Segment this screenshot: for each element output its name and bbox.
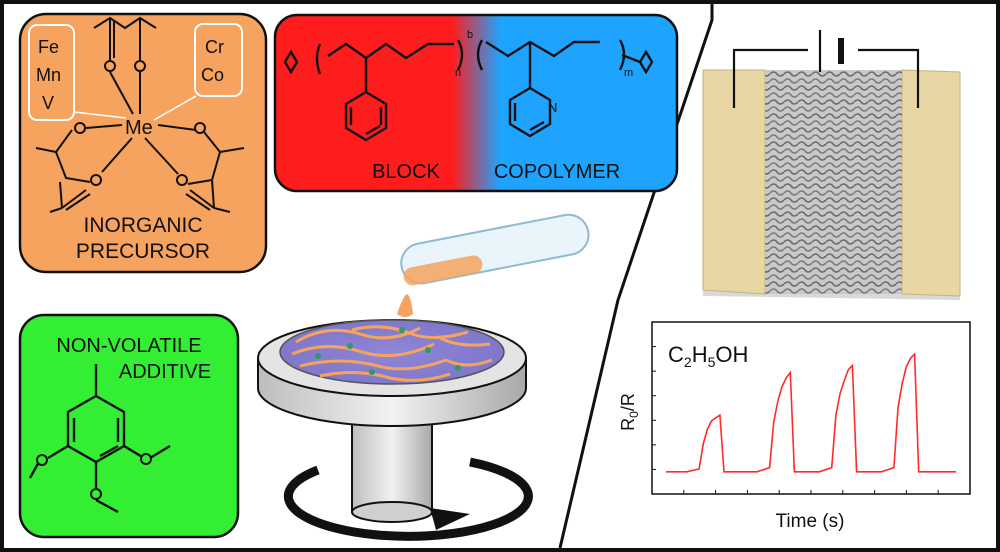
chart-series-line: [666, 352, 956, 473]
metals-right-box: [194, 23, 243, 97]
label-block: BLOCK: [372, 161, 440, 183]
oxygen-4: [194, 122, 206, 134]
oxygen-2: [134, 60, 146, 72]
sensor-device: [702, 30, 961, 300]
fingerprint-film: [765, 70, 902, 294]
subscript-n: n: [455, 67, 461, 79]
inorganic-precursor-panel: Fe Mn V Cr Co Me IN: [18, 12, 268, 274]
chart-title: C2H5OH: [668, 342, 748, 370]
oxygen-6: [176, 174, 188, 186]
metal-fe: Fe: [38, 37, 59, 57]
oxygen-left: [36, 454, 48, 466]
oxygen-right: [140, 453, 152, 465]
subscript-b: b: [467, 29, 473, 41]
additive-box: [18, 313, 240, 539]
copolymer-box: [273, 13, 679, 193]
battery-plate: [838, 38, 844, 64]
oxygen-bottom: [90, 488, 102, 500]
label-copolymer: COPOLYMER: [494, 161, 620, 183]
additive-panel: NON-VOLATILE ADDITIVE: [18, 313, 240, 539]
precursor-title-line2: PRECURSOR: [76, 240, 210, 263]
additive-line1: NON-VOLATILE: [56, 335, 201, 357]
metals-right-pointer: [153, 95, 197, 121]
oxygen-1: [104, 60, 116, 72]
metals-left-pointer: [73, 111, 127, 119]
rotation-arrowhead: [430, 508, 470, 530]
metal-co: Co: [201, 65, 224, 85]
spin-coater: [257, 319, 533, 541]
oxygen-5: [90, 174, 102, 186]
right-electrode: [901, 69, 961, 297]
spin-shaft: [351, 419, 433, 513]
droplet: [397, 294, 413, 317]
center-atom-me: Me: [125, 117, 153, 139]
film-stripes: [291, 325, 493, 382]
subscript-m: m: [624, 67, 633, 79]
sensor-response-chart: C2H5OH Time (s) R0/R: [618, 321, 971, 532]
metal-cr: Cr: [205, 37, 224, 57]
chart-ticks: [652, 346, 939, 494]
metals-left-box: [28, 24, 75, 121]
metal-v: V: [42, 93, 54, 113]
block-copolymer-panel: n b m N BLOCK COPOLYMER: [273, 13, 679, 193]
additive-line2: ADDITIVE: [119, 361, 211, 383]
copolymer-structure: [283, 39, 654, 142]
pipette-tube: [397, 213, 590, 317]
chart-xlabel: Time (s): [776, 511, 845, 532]
metal-mn: Mn: [36, 65, 61, 85]
oxygen-3: [74, 122, 86, 134]
precursor-title-line1: INORGANIC: [83, 214, 202, 237]
rotation-arrow: [283, 457, 533, 541]
acac-structure: [35, 16, 245, 213]
pyridine-n: N: [548, 100, 557, 115]
circuit-wires: [732, 30, 920, 108]
chart-ylabel: R0/R: [618, 393, 641, 431]
